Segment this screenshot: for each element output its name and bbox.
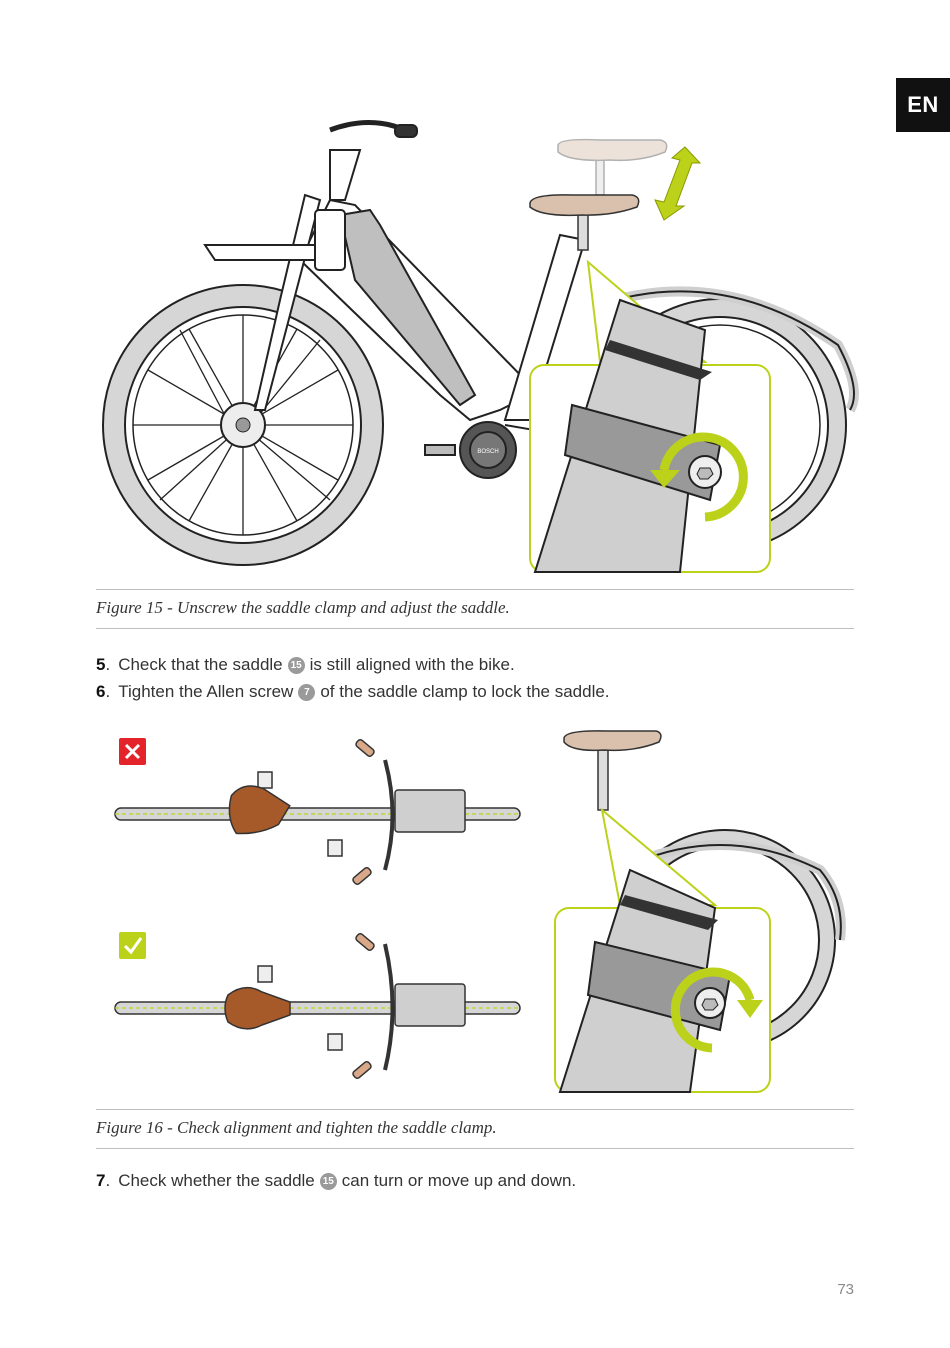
step-number: 5 (96, 655, 106, 674)
part-badge-15: 15 (287, 656, 305, 674)
cross-icon (119, 738, 146, 765)
saddle-side (563, 730, 662, 811)
figure-15-top-rule (96, 589, 854, 590)
figure-16-top-rule (96, 1109, 854, 1110)
figure-16-bottom-rule (96, 1148, 854, 1149)
language-tab: EN (896, 78, 950, 132)
step-text: of the saddle clamp to lock the saddle. (320, 682, 610, 701)
bike-frame (203, 120, 721, 452)
clamp-zoom-callout (529, 259, 771, 573)
figure-16-caption: Figure 16 - Check alignment and tighten … (96, 1118, 497, 1137)
clamp-tighten-callout (554, 807, 771, 1093)
step-text: Check whether the saddle (118, 1171, 315, 1190)
part-badge-15: 15 (319, 1172, 337, 1190)
page-number: 73 (837, 1281, 854, 1298)
step-7: 7. Check whether the saddle 15 can turn … (96, 1171, 577, 1190)
step-5: 5. Check that the saddle 15 is still ali… (96, 655, 515, 674)
adjust-arrow-icon (654, 146, 702, 221)
top-view-bike-wrong (114, 738, 521, 886)
figure-15-caption: Figure 15 - Unscrew the saddle clamp and… (96, 598, 510, 617)
step-number: 6 (96, 682, 106, 701)
step-text: can turn or move up and down. (341, 1171, 577, 1190)
step-text: is still aligned with the bike. (309, 655, 515, 674)
saddle-ghost (557, 138, 668, 196)
step-number: 7 (96, 1171, 106, 1190)
top-view-bike-right (114, 932, 521, 1080)
figure-16-illustration (114, 730, 846, 1093)
figure-15-illustration: BOSCH (102, 120, 859, 573)
step-6: 6. Tighten the Allen screw 7 of the sadd… (96, 682, 610, 701)
figure-15-bottom-rule (96, 628, 854, 629)
step-text: Tighten the Allen screw (118, 682, 294, 701)
motor-logo: BOSCH (477, 449, 498, 455)
front-wheel (102, 284, 384, 566)
part-badge-7: 7 (298, 683, 316, 701)
saddle (529, 194, 640, 251)
step-text: Check that the saddle (118, 655, 283, 674)
check-icon (119, 932, 146, 959)
motor-unit: BOSCH (424, 421, 517, 479)
